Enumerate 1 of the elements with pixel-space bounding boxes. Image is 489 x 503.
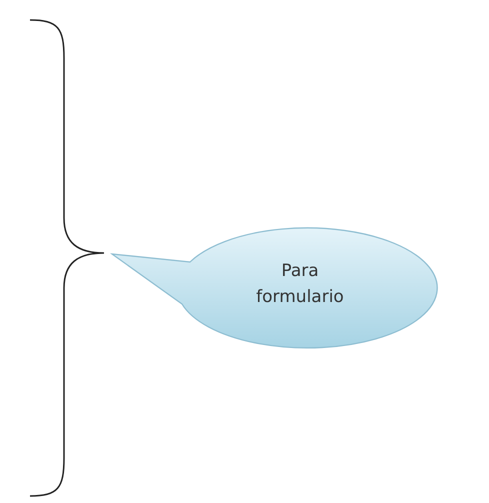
callout-text: Para formulario (255, 260, 345, 309)
